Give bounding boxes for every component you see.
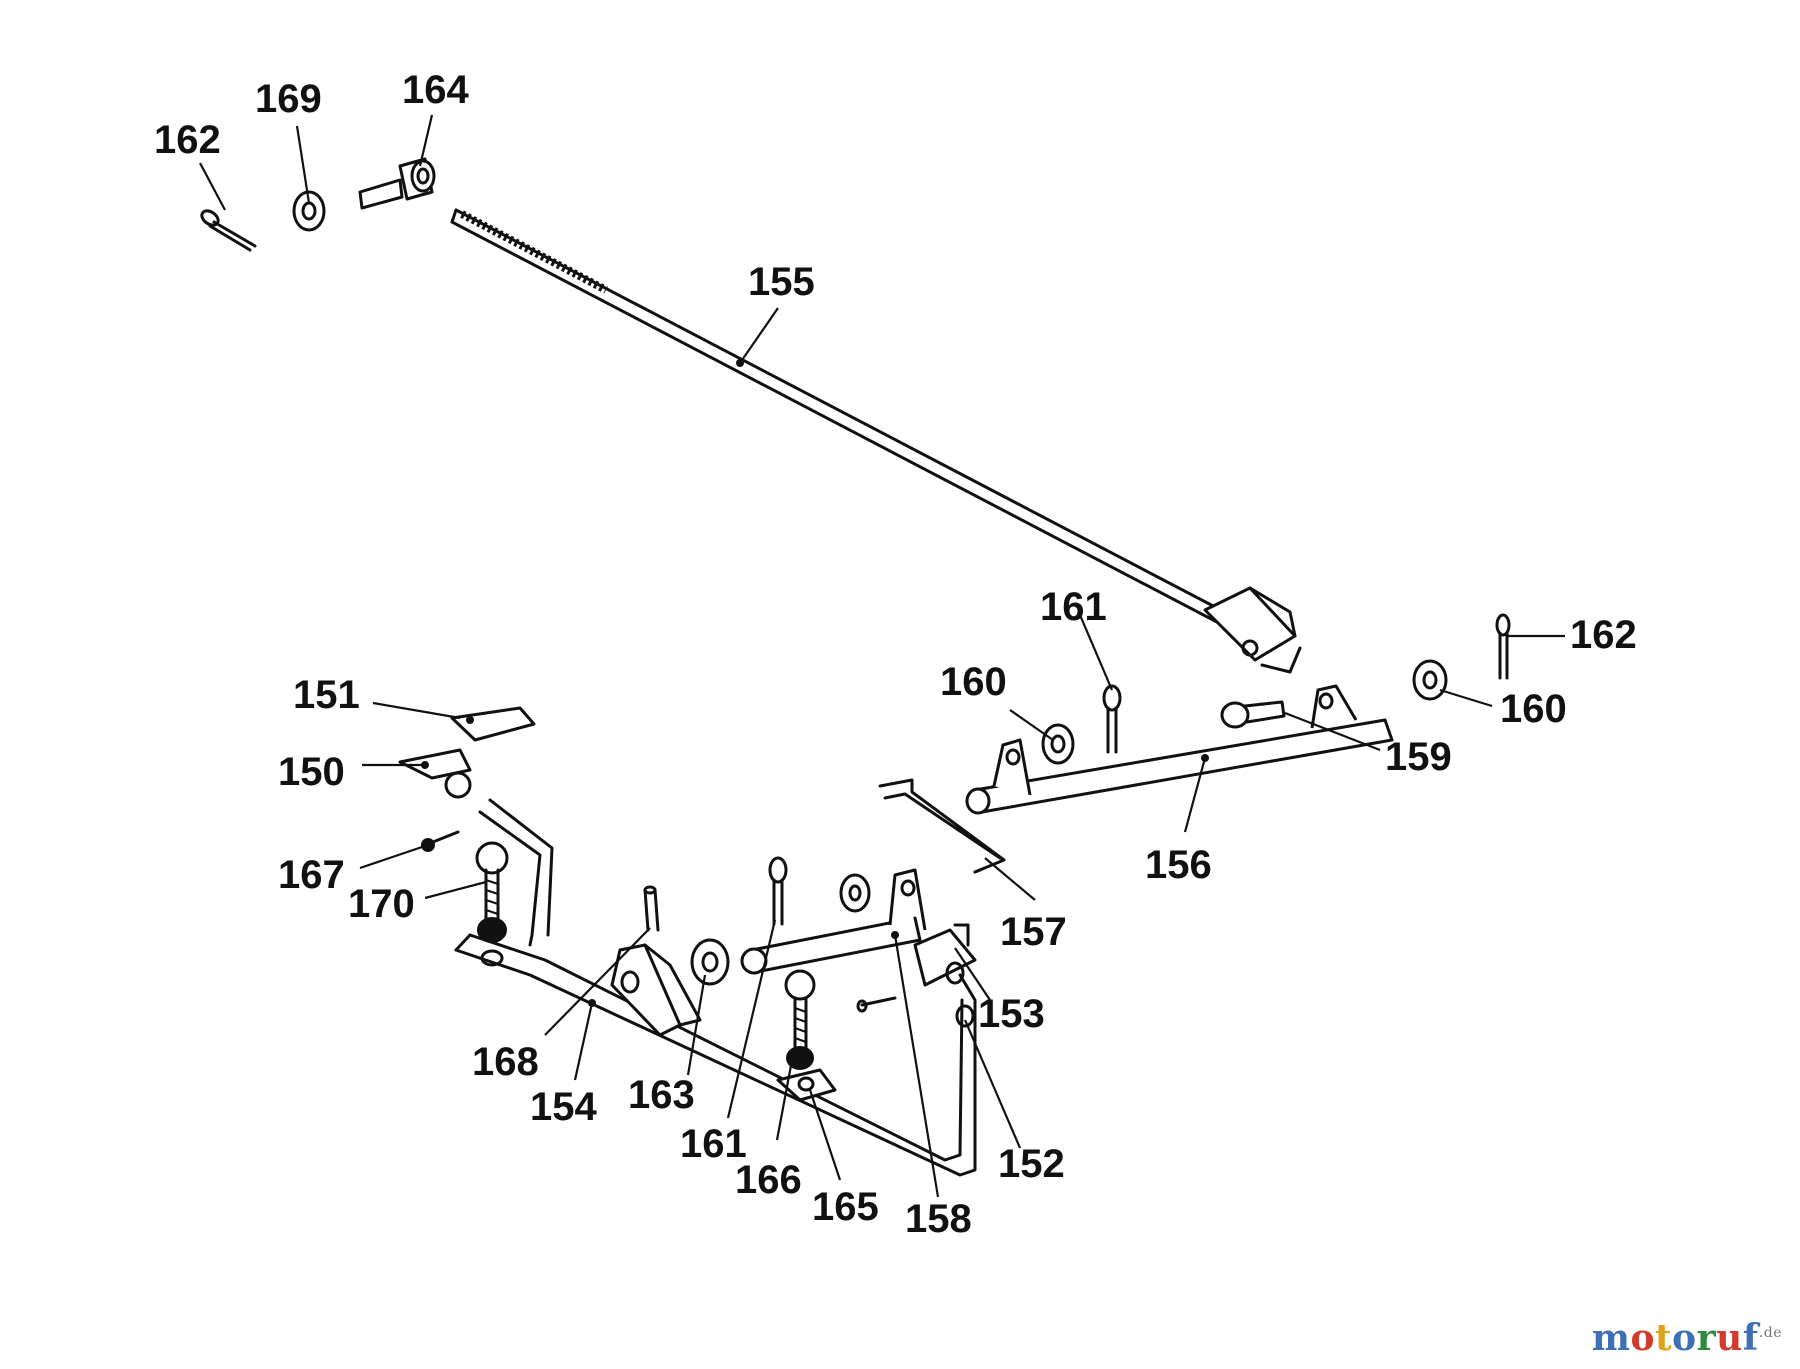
part-number-labels: 162 169 164 155 161 162 160 160 159 156 … [154,68,1637,1241]
pin-part-168 [643,885,660,932]
watermark-suffix: .de [1758,1325,1782,1341]
bracket-part-153 [913,923,977,987]
lever-part-154 [454,798,977,1177]
label-part-163: 163 [628,1073,695,1117]
cotter-pin-part-161-upper [1102,684,1122,754]
label-part-167: 167 [278,853,345,897]
leader-lines [199,114,1565,1198]
plate-part-151 [450,706,536,742]
label-part-168: 168 [472,1040,539,1084]
label-part-155: 155 [748,260,815,304]
washer-part-158-top [839,873,871,913]
label-part-160-right: 160 [1500,687,1567,731]
bracket-part-163-left [610,943,702,1037]
link-rod-part-157 [878,778,1006,874]
washer-part-163 [690,938,730,986]
label-part-160-center: 160 [940,660,1007,704]
label-part-153: 153 [978,992,1045,1036]
watermark-brand: motoruf [1592,1317,1759,1359]
label-part-152: 152 [998,1142,1065,1186]
label-part-162: 162 [154,118,221,162]
label-part-165: 165 [812,1185,879,1229]
threaded-rod-part-155 [450,208,1302,674]
bolt-part-158-small [856,996,897,1013]
bolt-part-167 [421,830,460,852]
label-part-154: 154 [530,1085,597,1129]
label-part-166: 166 [735,1158,802,1202]
label-part-157: 157 [1000,910,1067,954]
pin-part-159 [1220,700,1286,729]
washer-part-160-right [1412,659,1448,701]
watermark-letter: f [1742,1317,1759,1359]
pin-part-164 [358,157,436,210]
label-part-150: 150 [278,750,345,794]
bolt-part-166 [784,969,816,1070]
shaft-part-156 [965,684,1394,815]
cotter-pin-part-161-lower [768,856,788,926]
watermark-letter: o [1672,1317,1697,1359]
watermark-logo: motoruf.de [1592,1317,1782,1359]
label-part-162-right: 162 [1570,613,1637,657]
cotter-pin-part-162-left [200,209,257,252]
label-part-159: 159 [1385,735,1452,779]
plate-part-150 [398,748,472,799]
watermark-letter: u [1716,1317,1743,1359]
watermark-letter: t [1654,1317,1673,1359]
bracket-part-165 [776,1068,837,1102]
shaft-part-158 [740,868,927,975]
watermark-letter: o [1630,1317,1655,1359]
label-part-161-upper: 161 [1040,585,1107,629]
label-part-170: 170 [348,882,415,926]
watermark-letter: r [1696,1317,1717,1359]
washer-part-160-center [1041,723,1075,765]
label-part-161-lower: 161 [680,1122,747,1166]
label-part-169: 169 [255,77,322,121]
label-part-164: 164 [402,68,469,112]
watermark-letter: m [1591,1317,1631,1359]
bolt-part-170 [475,841,509,943]
label-part-158: 158 [905,1197,972,1241]
cotter-pin-part-162-right [1495,613,1511,680]
label-part-156: 156 [1145,843,1212,887]
label-part-151: 151 [293,673,360,717]
nut-part-152 [955,1004,975,1028]
